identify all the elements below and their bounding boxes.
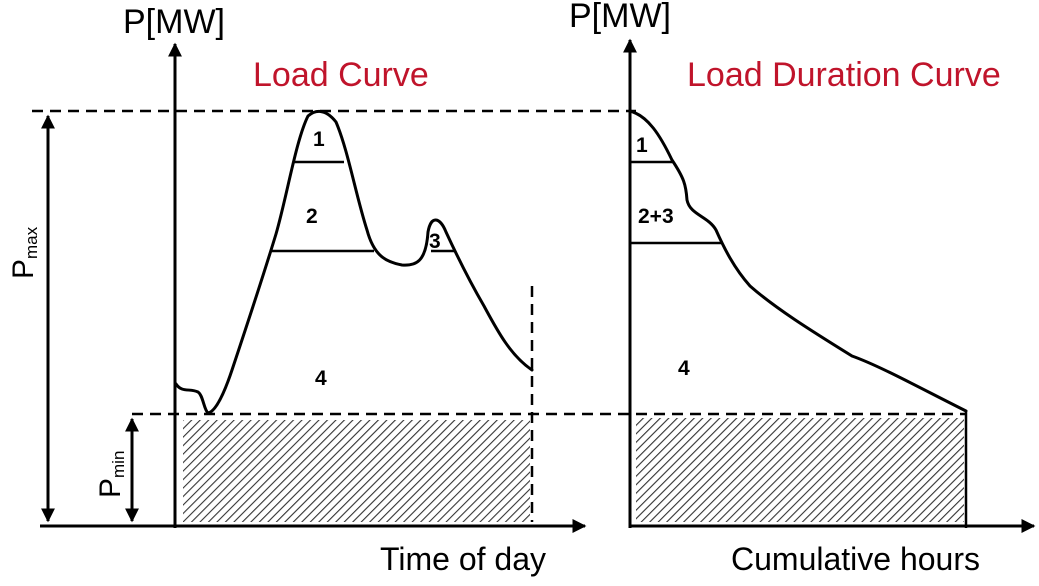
- right-region-4-label: 4: [678, 357, 690, 380]
- load-curve: [174, 110, 534, 415]
- left-y-axis-label: P[MW]: [123, 3, 225, 41]
- left-region-4-label: 4: [315, 367, 327, 390]
- right-y-axis-label: P[MW]: [569, 0, 671, 35]
- left-base-load-hatch: [183, 420, 530, 522]
- pmin-label: Pmin: [94, 451, 128, 498]
- left-region-1-label: 1: [313, 128, 325, 151]
- right-base-load-hatch: [636, 418, 964, 522]
- left-region-2-label: 2: [306, 205, 318, 228]
- right-region-1-label: 1: [636, 134, 648, 157]
- load-curve-title: Load Curve: [253, 56, 429, 94]
- left-x-axis-label: Time of day: [380, 541, 546, 577]
- left-region-3-label: 3: [429, 230, 441, 253]
- load-duration-curve: [628, 109, 968, 413]
- pmin-subscript: min: [109, 451, 128, 478]
- pmax-label: Pmax: [7, 226, 41, 279]
- right-region-2-3-label: 2+3: [638, 205, 674, 228]
- pmax-base: P: [7, 259, 40, 279]
- pmax-subscript: max: [22, 226, 41, 259]
- load-duration-curve-title: Load Duration Curve: [687, 56, 1001, 94]
- pmin-base: P: [94, 478, 127, 498]
- right-x-axis-label: Cumulative hours: [731, 541, 980, 577]
